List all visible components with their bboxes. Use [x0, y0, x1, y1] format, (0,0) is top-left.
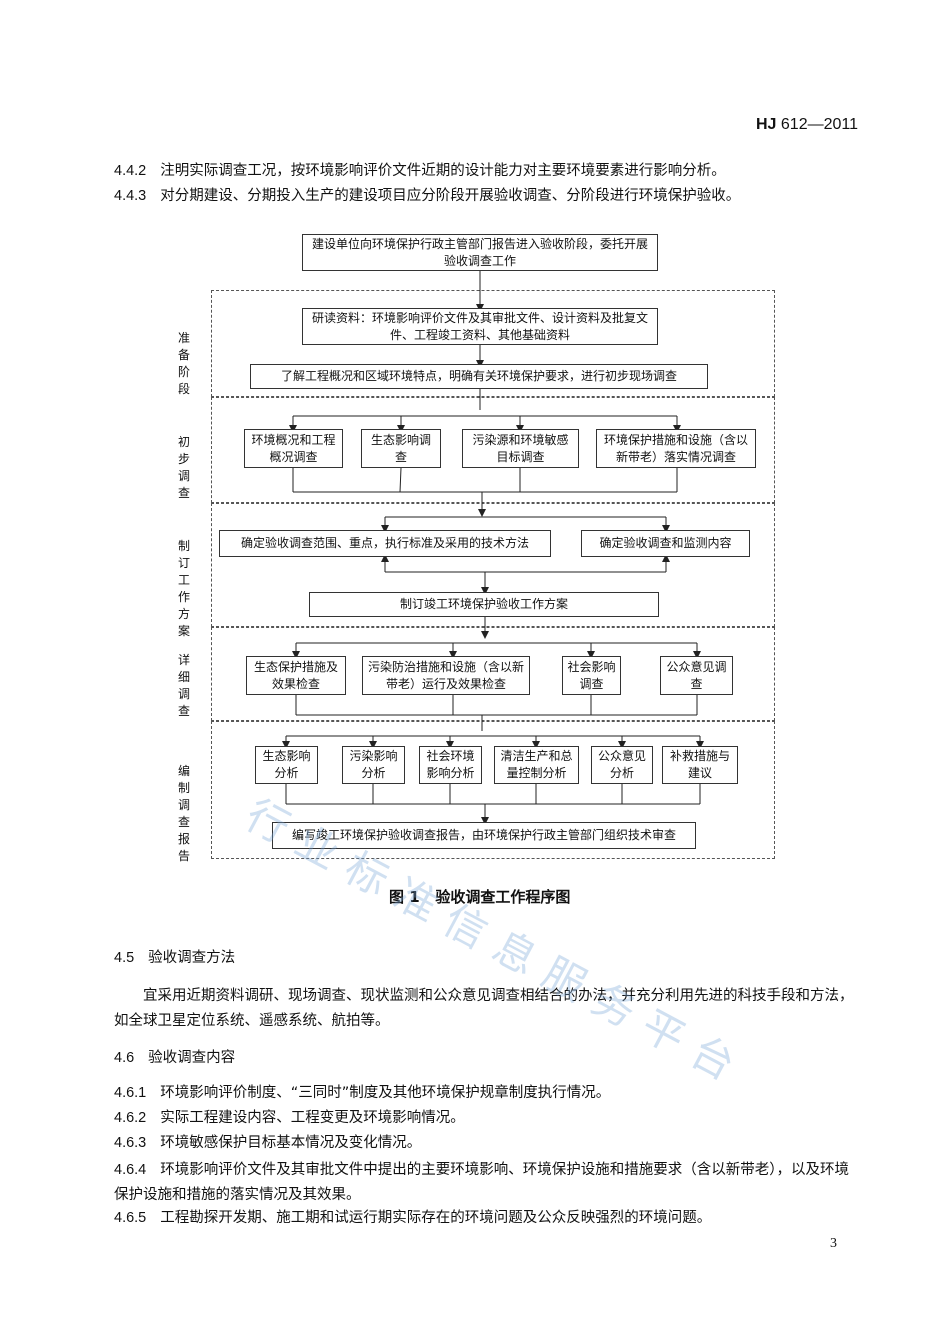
clause-text: 工程勘探开发期、施工期和试运行期实际存在的环境问题及公众反映强烈的环境问题。	[160, 1210, 712, 1226]
standard-code: HJ 612—2011	[756, 116, 858, 134]
clause-text: 注明实际调查工况，按环境影响评价文件近期的设计能力对主要环境要素进行影响分析。	[160, 163, 726, 179]
report-box-2: 污染影响分析	[342, 746, 405, 784]
initial-box-1: 环境概况和工程概况调查	[244, 429, 343, 468]
report-box-3: 社会环境影响分析	[419, 746, 482, 784]
stage-label-prep: 准备阶段	[177, 331, 190, 396]
clause-number: 4.6.5	[114, 1210, 147, 1226]
figure-number: 图 1	[389, 888, 420, 906]
clause-4-4-3: 4.4.3 对分期建设、分期投入生产的建设项目应分阶段开展验收调查、分阶段进行环境…	[114, 186, 740, 206]
clause-text: 对分期建设、分期投入生产的建设项目应分阶段开展验收调查、分阶段进行环境保护验收。	[160, 188, 741, 204]
clause-number: 4.4.2	[114, 163, 147, 179]
detail-box-1: 生态保护措施及效果检查	[246, 656, 346, 695]
plan-box-scope: 确定验收调查范围、重点，执行标准及采用的技术方法	[219, 530, 551, 557]
stage-label-initial: 初步调查	[177, 435, 190, 500]
stage-region-plan	[211, 503, 775, 627]
page-number: 3	[830, 1236, 837, 1251]
clause-4-4-2: 4.4.2 注明实际调查工况，按环境影响评价文件近期的设计能力对主要环境要素进行影…	[114, 161, 726, 181]
report-box-4: 清洁生产和总量控制分析	[494, 746, 579, 784]
stage-label-report: 编制调查报告	[177, 764, 190, 863]
detail-box-2: 污染防治措施和设施（含以新带老）运行及效果检查	[362, 656, 530, 695]
figure-title: 验收调查工作程序图	[435, 888, 571, 906]
clause-text: 环境影响评价文件及其审批文件中提出的主要环境影响、环境保护设施和措施要求（含以新…	[114, 1162, 849, 1203]
plan-box-monitoring: 确定验收调查和监测内容	[581, 530, 750, 557]
stage-region-detail	[211, 627, 775, 721]
clause-number: 4.6.2	[114, 1110, 147, 1126]
clause-number: 4.6.3	[114, 1135, 147, 1151]
section-body-4-5: 宜采用近期资料调研、现场调查、现状监测和公众意见调查相结合的办法，并充分利用先进…	[114, 988, 854, 1029]
initial-box-4: 环境保护措施和设施（含以新带老）落实情况调查	[596, 429, 756, 468]
section-number: 4.6	[114, 1050, 135, 1066]
clause-text: 环境敏感保护目标基本情况及变化情况。	[160, 1135, 422, 1151]
final-box: 编写竣工环境保护验收调查报告，由环境保护行政主管部门组织技术审查	[272, 822, 696, 849]
stage-label-plan: 制订工作方案	[177, 539, 190, 638]
report-box-1: 生态影响分析	[255, 746, 318, 784]
standard-number: 612—2011	[780, 116, 858, 133]
initial-box-3: 污染源和环境敏感目标调查	[462, 429, 579, 468]
clause-text: 环境影响评价制度、“三同时”制度及其他环境保护规章制度执行情况。	[160, 1085, 611, 1101]
clause-4-6-2: 4.6.2 实际工程建设内容、工程变更及环境影响情况。	[114, 1108, 465, 1128]
report-box-5: 公众意见分析	[591, 746, 653, 784]
section-heading-4-6: 4.6 验收调查内容	[114, 1046, 235, 1067]
start-box: 建设单位向环境保护行政主管部门报告进入验收阶段，委托开展验收调查工作	[302, 234, 658, 271]
initial-box-2: 生态影响调查	[361, 429, 441, 468]
section-title: 验收调查方法	[148, 950, 236, 966]
section-number: 4.5	[114, 950, 135, 966]
clause-text: 实际工程建设内容、工程变更及环境影响情况。	[160, 1110, 465, 1126]
section-title: 验收调查内容	[148, 1050, 236, 1066]
stage-region-report	[211, 721, 775, 859]
clause-number: 4.4.3	[114, 188, 147, 204]
figure-caption: 图 1 验收调查工作程序图	[389, 886, 570, 907]
report-box-6: 补救措施与建议	[662, 746, 738, 784]
stage-label-detail: 详细调查	[177, 653, 190, 718]
stage-region-initial	[211, 397, 775, 503]
prep-box-materials: 研读资料：环境影响评价文件及其审批文件、设计资料及批复文件、工程竣工资料、其他基…	[302, 308, 658, 345]
clause-4-6-5: 4.6.5 工程勘探开发期、施工期和试运行期实际存在的环境问题及公众反映强烈的环境…	[114, 1208, 711, 1228]
plan-box-main: 制订竣工环境保护验收工作方案	[309, 592, 659, 617]
clause-number: 4.6.1	[114, 1085, 147, 1101]
standard-prefix: HJ	[755, 116, 777, 133]
detail-box-3: 社会影响调查	[562, 656, 621, 695]
clause-number: 4.6.4	[114, 1162, 147, 1178]
stage-region-prep	[211, 290, 775, 397]
clause-4-6-1: 4.6.1 环境影响评价制度、“三同时”制度及其他环境保护规章制度执行情况。	[114, 1083, 610, 1103]
detail-box-4: 公众意见调查	[660, 656, 733, 695]
section-heading-4-5: 4.5 验收调查方法	[114, 946, 235, 967]
prep-box-survey: 了解工程概况和区域环境特点，明确有关环境保护要求，进行初步现场调查	[250, 364, 708, 389]
clause-4-6-3: 4.6.3 环境敏感保护目标基本情况及变化情况。	[114, 1133, 421, 1153]
